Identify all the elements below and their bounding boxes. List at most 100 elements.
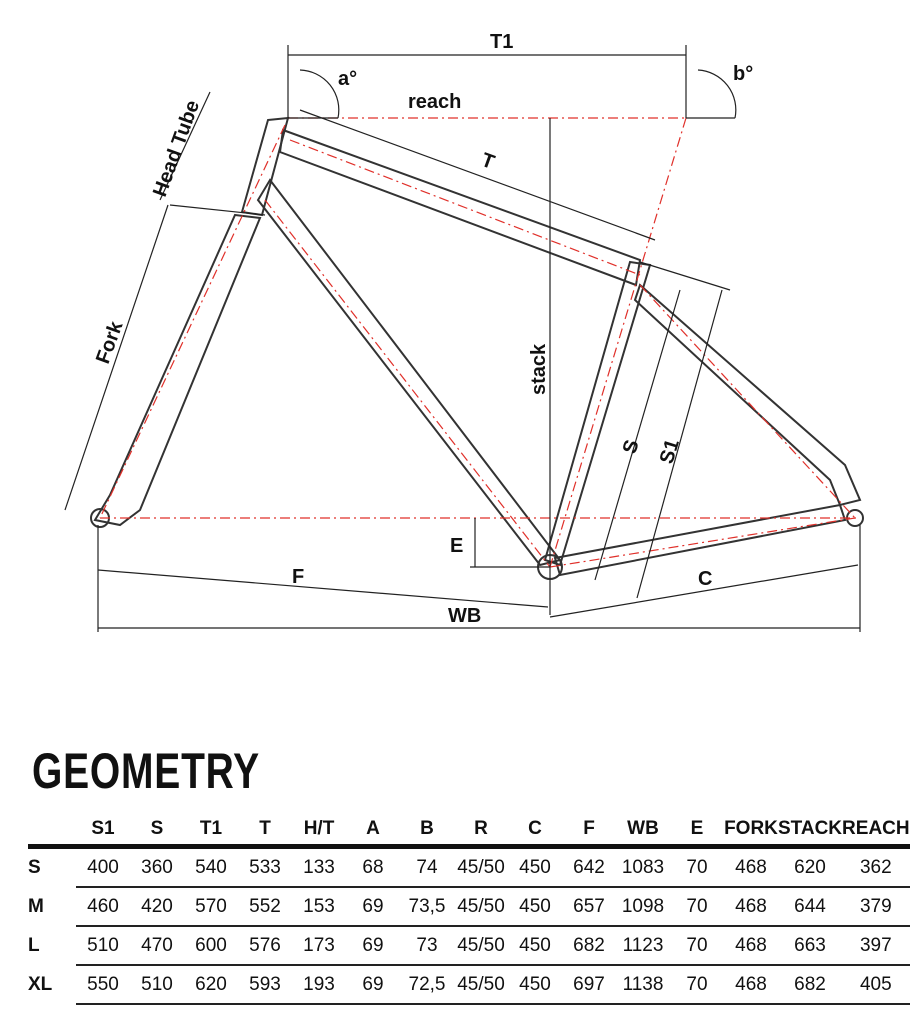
table-cell: 663	[778, 926, 843, 966]
table-cell: 153	[292, 887, 346, 927]
dimension-lines	[64, 45, 861, 632]
table-cell: 682	[778, 965, 843, 1005]
table-cell: 1138	[616, 965, 670, 1005]
column-header: T1	[199, 818, 223, 839]
label-t1: T1	[490, 31, 513, 53]
table-cell: 510	[76, 926, 130, 966]
table-cell: 450	[508, 887, 562, 927]
table-cell: 468	[724, 887, 778, 927]
table-cell: 70	[670, 965, 724, 1005]
table-cell: 45/50	[454, 887, 508, 927]
label-a-angle: a°	[338, 68, 357, 90]
label-f: F	[292, 566, 304, 588]
table-cell: 70	[670, 846, 724, 888]
column-header: H/T	[303, 818, 335, 839]
label-fork: Fork	[92, 318, 128, 367]
column-header: T	[259, 818, 271, 839]
table-cell: 470	[130, 926, 184, 966]
table-cell: 460	[76, 887, 130, 927]
table-cell: 533	[238, 846, 292, 888]
label-stack: stack	[528, 343, 550, 395]
table-cell: 1083	[616, 846, 670, 888]
label-t: T	[478, 149, 497, 174]
table-cell: 45/50	[454, 965, 508, 1005]
table-cell: 379	[842, 887, 910, 927]
table-cell: 540	[184, 846, 238, 888]
table-cell: 570	[184, 887, 238, 927]
table-cell: 45/50	[454, 926, 508, 966]
size-label: M	[28, 895, 44, 917]
column-header: C	[528, 818, 542, 839]
table-cell: 193	[292, 965, 346, 1005]
table-cell: 173	[292, 926, 346, 966]
bike-geometry-diagram: T1 a° b° reach T Head Tube Fork stack S …	[64, 31, 864, 632]
table-cell: 697	[562, 965, 616, 1005]
table-cell: 620	[184, 965, 238, 1005]
geometry-title: GEOMETRY	[32, 743, 260, 799]
label-b-angle: b°	[733, 63, 753, 85]
table-cell: 69	[346, 926, 400, 966]
size-label: XL	[28, 973, 53, 995]
table-cell: 73	[400, 926, 454, 966]
table-cell: 600	[184, 926, 238, 966]
column-header: S1	[91, 818, 115, 839]
column-header: WB	[627, 818, 659, 839]
table-cell: 682	[562, 926, 616, 966]
table-cell: 468	[724, 846, 778, 888]
table-cell: 468	[724, 926, 778, 966]
table-cell: 450	[508, 965, 562, 1005]
table-cell: 450	[508, 846, 562, 888]
column-header: E	[690, 818, 704, 839]
label-head-tube: Head Tube	[149, 97, 204, 199]
table-cell: 510	[130, 965, 184, 1005]
table-cell: 397	[842, 926, 910, 966]
table-cell: 405	[842, 965, 910, 1005]
table-cell: 1123	[616, 926, 670, 966]
size-label: L	[28, 934, 40, 956]
column-header: B	[420, 818, 434, 839]
label-e: E	[450, 535, 463, 557]
bike-frame	[90, 116, 864, 580]
table-cell: 450	[508, 926, 562, 966]
table-cell: 644	[778, 887, 843, 927]
table-cell: 72,5	[400, 965, 454, 1005]
label-wb: WB	[448, 605, 481, 627]
column-header: F	[583, 818, 595, 839]
label-c: C	[698, 568, 712, 590]
table-cell: 133	[292, 846, 346, 888]
table-cell: 362	[842, 846, 910, 888]
column-header: REACH	[842, 818, 910, 839]
table-cell: 576	[238, 926, 292, 966]
table-cell: 468	[724, 965, 778, 1005]
size-label: S	[28, 857, 41, 878]
table-cell: 593	[238, 965, 292, 1005]
table-cell: 552	[238, 887, 292, 927]
centerlines	[99, 117, 858, 568]
table-cell: 550	[76, 965, 130, 1005]
table-cell: 45/50	[454, 846, 508, 888]
table-cell: 420	[130, 887, 184, 927]
table-cell: 360	[130, 846, 184, 888]
column-header: S	[150, 818, 164, 839]
table-cell: 400	[76, 846, 130, 888]
table-cell: 69	[346, 965, 400, 1005]
column-header: FORK	[724, 818, 778, 839]
table-cell: 1098	[616, 887, 670, 927]
label-reach: reach	[408, 91, 461, 113]
table-cell: 657	[562, 887, 616, 927]
table-cell: 620	[778, 846, 843, 888]
table-cell: 70	[670, 926, 724, 966]
column-header: R	[474, 818, 488, 839]
table-cell: 70	[670, 887, 724, 927]
table-cell: 74	[400, 846, 454, 888]
table-cell: 642	[562, 846, 616, 888]
table-cell: 73,5	[400, 887, 454, 927]
corner-cell	[28, 814, 76, 847]
column-header: STACK	[778, 818, 843, 839]
